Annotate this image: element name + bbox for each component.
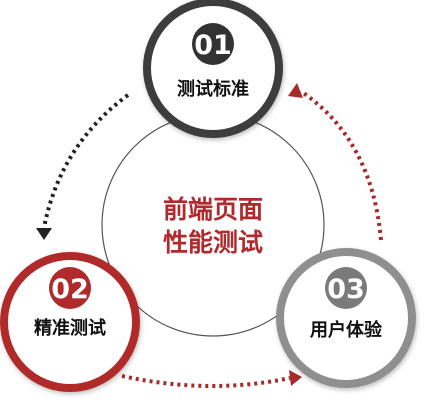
node-02-number: 02: [51, 274, 89, 305]
arrow-3-to-1: [300, 90, 383, 241]
arrow-2-to-3: [121, 374, 291, 388]
node-03-ring: [276, 248, 416, 388]
arrow-3-to-1-head: [288, 83, 303, 98]
node-02: [0, 252, 140, 392]
node-03-badge: [325, 267, 367, 309]
node-02-ring: [0, 252, 140, 392]
node-02-badge: [49, 267, 91, 309]
node-01-label: 测试标准: [177, 78, 249, 100]
node-01-badge: [192, 23, 234, 65]
node-02-label: 精准测试: [34, 317, 106, 339]
node-03-label: 用户体验: [310, 319, 383, 341]
node-01-ring: [143, 0, 283, 138]
arrow-1-to-2-head: [36, 228, 52, 240]
node-03: [276, 248, 416, 388]
node-01: [143, 0, 283, 138]
center-title-line2: 性能测试: [163, 228, 263, 257]
arrow-2-to-3-head: [289, 370, 302, 386]
node-03-number: 03: [327, 274, 365, 305]
arrow-1-to-2: [42, 93, 130, 229]
node-01-number: 01: [194, 30, 232, 61]
center-title-line1: 前端页面: [163, 195, 263, 224]
